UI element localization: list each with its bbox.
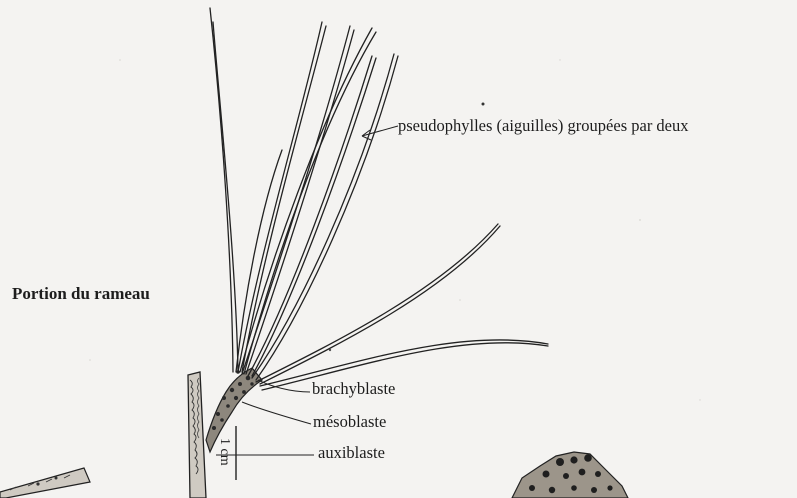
label-brachyblaste: brachyblaste [312, 379, 395, 399]
label-mesoblaste: mésoblaste [313, 412, 386, 432]
mesoblaste-shoot [206, 368, 262, 452]
cone-fragment [512, 452, 628, 498]
pseudophylles-needles [210, 8, 548, 390]
paper-texture [89, 59, 701, 400]
branch-fragment [0, 468, 90, 498]
pseudophylles-leader [362, 126, 398, 136]
label-pseudophylles: pseudophylles (aiguilles) groupées par d… [398, 116, 689, 136]
scale-label: 1 cm [216, 438, 232, 466]
label-auxiblaste: auxiblaste [318, 443, 385, 463]
leader-lines [242, 126, 398, 455]
mesoblaste-leader [242, 402, 311, 424]
diagram-title: Portion du rameau [12, 284, 150, 304]
auxiblaste-stem [188, 372, 206, 498]
